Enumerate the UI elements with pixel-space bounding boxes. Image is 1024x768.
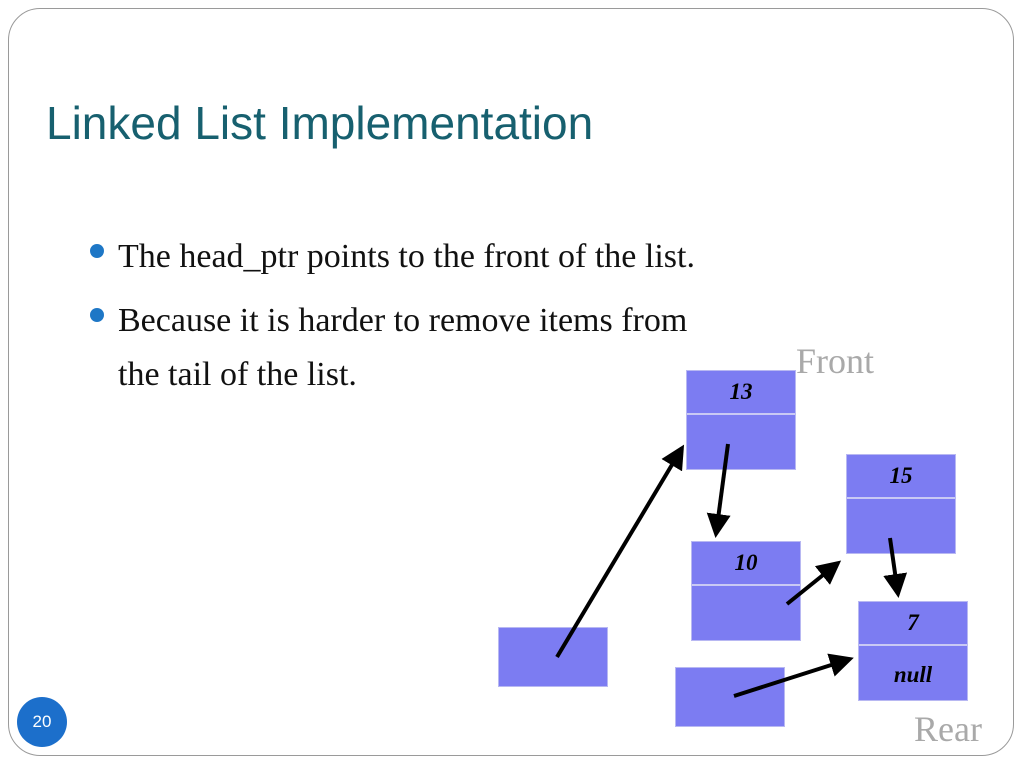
- node-value: 13: [687, 371, 795, 415]
- bullet-text: The head_ptr points to the front of the …: [118, 238, 695, 275]
- arrow-13-to-10: [706, 443, 731, 538]
- node-value: 7: [859, 602, 967, 646]
- arrow-head-ptr-to-13: [555, 444, 685, 659]
- bullet-text: Because it is harder to remove items fro…: [118, 302, 688, 393]
- node-value: 15: [847, 455, 955, 499]
- node-15: 15: [846, 454, 956, 554]
- slide-title: Linked List Implementation: [46, 97, 594, 149]
- bullet-list: The head_ptr points to the front of the …: [88, 230, 728, 412]
- node-10: 10: [691, 541, 801, 641]
- head-ptr-box: [498, 627, 608, 687]
- node-next: null: [893, 662, 933, 687]
- arrow-10-to-15: [785, 560, 842, 606]
- page-number-badge: 20: [17, 697, 67, 747]
- node-13: 13: [686, 370, 796, 470]
- arrow-15-to-7: [883, 537, 908, 598]
- bullet-dot-icon: [90, 308, 104, 322]
- node-7: 7 null: [858, 601, 968, 701]
- rear-label: Rear: [914, 709, 982, 749]
- node-value: 10: [692, 542, 800, 586]
- arrow-tail-ptr-to-7: [733, 653, 854, 698]
- bullet-item: Because it is harder to remove items fro…: [88, 294, 728, 402]
- bullet-item: The head_ptr points to the front of the …: [88, 230, 728, 284]
- bullet-dot-icon: [90, 244, 104, 258]
- front-label: Front: [796, 341, 875, 381]
- tail-ptr-box: [675, 667, 785, 727]
